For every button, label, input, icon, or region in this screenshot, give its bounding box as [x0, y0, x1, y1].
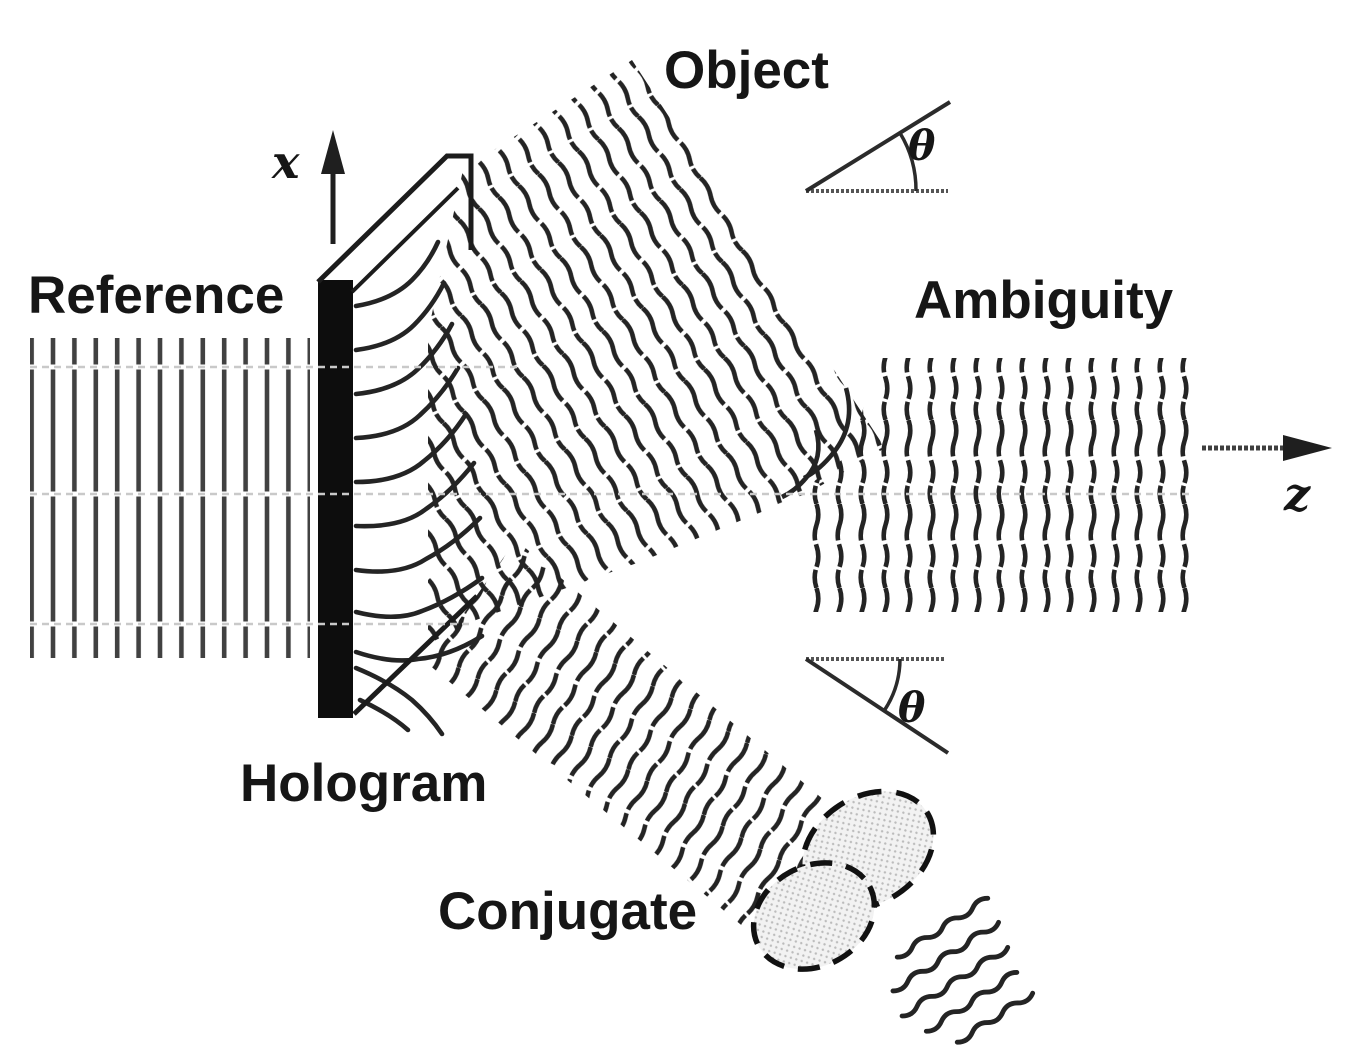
x-axis-arrow	[321, 130, 345, 244]
reference-beam-label: Reference	[28, 266, 284, 325]
theta-lower-label: θ	[898, 684, 926, 732]
z-axis-label: z	[1283, 467, 1311, 521]
twin-image-blob	[750, 788, 937, 972]
z-axis-arrow	[1202, 435, 1332, 461]
conjugate-diverging-waves	[890, 895, 1036, 1045]
object-beam-waves	[428, 60, 885, 644]
hologram-label: Hologram	[240, 754, 487, 813]
hologram-plate	[316, 153, 479, 718]
conjugate-beam-waves	[428, 540, 850, 944]
ambiguity-beam-label: Ambiguity	[914, 271, 1174, 330]
theta-upper-label: θ	[908, 122, 936, 170]
angle-marker-top: θ	[804, 100, 952, 193]
angle-marker-bottom: θ	[804, 657, 950, 755]
conjugate-beam-label: Conjugate	[438, 882, 697, 941]
hologram-fringe-fan	[353, 239, 485, 737]
x-axis-label: x	[271, 135, 300, 189]
object-beam-label: Object	[664, 41, 829, 100]
guide-lines	[30, 365, 1192, 626]
reference-beam-waves	[28, 338, 312, 658]
